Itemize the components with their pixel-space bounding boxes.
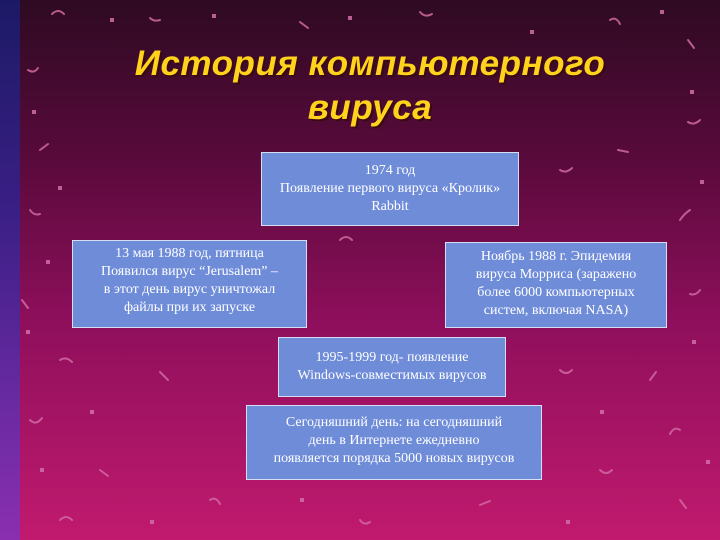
- slide-title: История компьютерного вируса: [90, 42, 650, 130]
- box-line: более 6000 компьютерных: [448, 284, 664, 302]
- box-line: 1974 год: [264, 162, 516, 180]
- timeline-box-1995-1999: 1995-1999 год- появление Windows-совмест…: [278, 337, 506, 397]
- box-line: день в Интернете ежедневно: [249, 432, 539, 450]
- box-line: Сегодняшний день: на сегодняшний: [249, 414, 539, 432]
- timeline-box-1974: 1974 год Появление первого вируса «Кроли…: [261, 152, 519, 226]
- box-line: появляется порядка 5000 новых вирусов: [249, 450, 539, 468]
- timeline-box-today: Сегодняшний день: на сегодняшний день в …: [246, 405, 542, 480]
- box-line: 1995-1999 год- появление: [281, 349, 503, 367]
- box-line: файлы при их запуске: [75, 299, 304, 317]
- box-line: 13 мая 1988 год, пятница: [75, 245, 304, 263]
- timeline-box-1988-jerusalem: 13 мая 1988 год, пятница Появился вирус …: [72, 240, 307, 328]
- timeline-box-1988-morris: Ноябрь 1988 г. Эпидемия вируса Морриса (…: [445, 242, 667, 328]
- box-line: Появление первого вируса «Кролик»: [264, 180, 516, 198]
- box-line: Rabbit: [264, 198, 516, 216]
- title-line-2: вируса: [90, 86, 650, 130]
- box-line: Ноябрь 1988 г. Эпидемия: [448, 248, 664, 266]
- box-line: вируса Морриса (заражено: [448, 266, 664, 284]
- box-line: в этот день вирус уничтожал: [75, 281, 304, 299]
- box-line: Windows-совместимых вирусов: [281, 367, 503, 385]
- title-line-1: История компьютерного: [90, 42, 650, 86]
- box-line: систем, включая NASA): [448, 302, 664, 320]
- box-line: Появился вирус “Jerusalem” –: [75, 263, 304, 281]
